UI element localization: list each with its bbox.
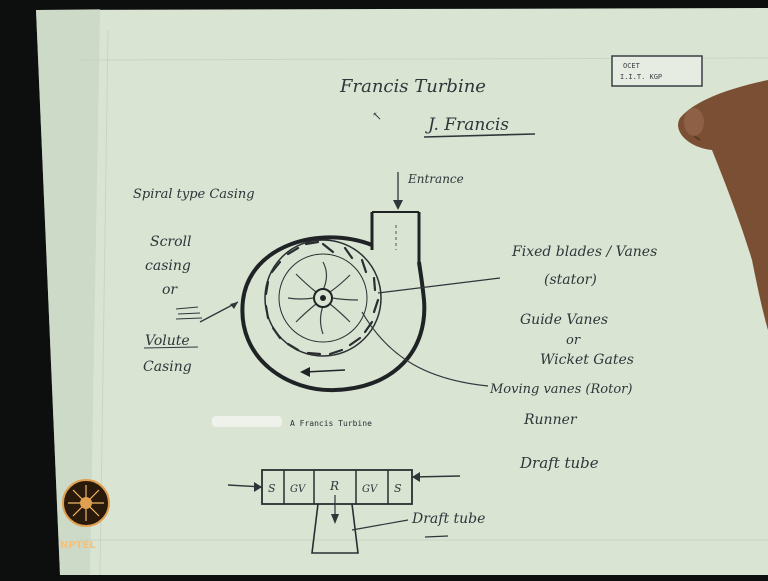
label-scroll: Scroll [150,234,192,250]
flow-box-5: S [394,482,402,495]
nptel-logo-text: NPTEL [60,540,96,551]
label-draft-tube-2: Draft tube [411,511,485,527]
ocet-stamp: OCET I.I.T. KGP [612,56,702,86]
label-casing: casing [145,258,191,274]
label-wicket-gates: Wicket Gates [540,352,634,368]
label-entrance: Entrance [407,172,464,186]
label-or-1: or [162,282,178,298]
label-volute: Volute [145,333,190,349]
figure-caption: A Francis Turbine [290,419,372,428]
title-arrow-mark: ↖ [372,109,382,123]
label-draft-tube-1: Draft tube [519,454,599,472]
label-fixed-blades: Fixed blades / Vanes [511,244,657,260]
label-spiral-casing: Spiral type Casing [133,187,255,202]
label-guide-vanes: Guide Vanes [520,312,608,328]
flow-box-1: S [268,482,276,495]
board-subtitle: J. Francis [425,115,509,135]
flow-box-4: GV [362,484,379,495]
label-stator: (stator) [544,272,597,288]
label-volute-casing: Casing [143,359,192,375]
flow-box-3: R [329,479,339,493]
flow-box-2: GV [290,484,307,495]
label-moving-vanes: Moving vanes (Rotor) [489,382,632,397]
board-title: Francis Turbine [339,76,486,97]
stamp-line-2: I.I.T. KGP [620,73,662,81]
stamp-line-1: OCET [623,62,641,70]
label-or-2: or [566,333,581,348]
label-runner: Runner [523,412,578,428]
caption-highlight [212,416,282,427]
